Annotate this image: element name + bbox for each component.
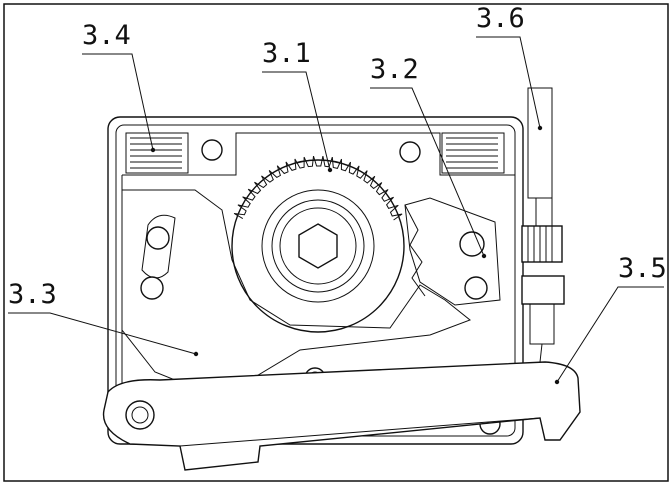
- figure-frame: [3, 3, 669, 482]
- label-cable-text: 3.6: [476, 3, 525, 34]
- lever-plate: [121, 189, 471, 391]
- label-lever-text: 3.3: [8, 279, 57, 310]
- label-3-3: 3.3: [8, 279, 197, 355]
- label-3-5: 3.5: [556, 253, 667, 383]
- label-gear-text: 3.1: [262, 38, 311, 69]
- label-3-1: 3.1: [262, 38, 331, 171]
- spring-left: [125, 132, 189, 174]
- gear-wheel: [231, 155, 405, 333]
- label-3-6: 3.6: [476, 3, 541, 129]
- label-arm-text: 3.5: [618, 253, 667, 284]
- label-3-2: 3.2: [370, 54, 485, 257]
- pawl: [404, 197, 501, 306]
- label-pawl-text: 3.2: [370, 54, 419, 85]
- actuator-arm: [102, 361, 581, 471]
- cable-assembly: [521, 87, 565, 363]
- label-3-4: 3.4: [82, 20, 154, 151]
- label-springs-text: 3.4: [82, 20, 131, 51]
- hex-nut: [298, 223, 338, 269]
- spring-right: [441, 132, 505, 174]
